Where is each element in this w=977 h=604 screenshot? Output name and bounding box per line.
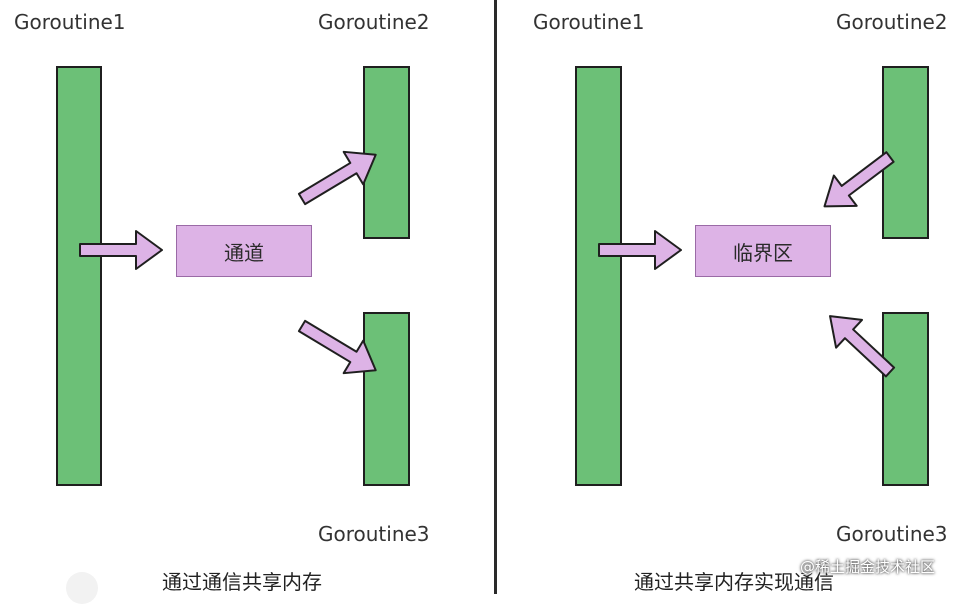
right-goroutine3-label: Goroutine3 <box>836 522 948 546</box>
right-goroutine1-label: Goroutine1 <box>533 10 645 34</box>
left-goroutine2-bar <box>363 66 410 239</box>
corner-dot <box>66 572 98 604</box>
right-goroutine1-bar <box>575 66 622 486</box>
channel-box-label: 通道 <box>224 240 264 265</box>
left-caption: 通过通信共享内存 <box>162 570 322 594</box>
right-goroutine2-bar <box>882 66 929 239</box>
right-goroutine3-bar <box>882 312 929 486</box>
channel-box: 通道 <box>176 225 312 277</box>
right-arrow-to-critical-section <box>598 230 682 270</box>
right-caption: 通过共享内存实现通信 <box>634 570 834 594</box>
left-goroutine3-label: Goroutine3 <box>318 522 430 546</box>
left-arrow-to-channel <box>79 230 163 270</box>
left-goroutine3-bar <box>363 312 410 486</box>
left-goroutine2-label: Goroutine2 <box>318 10 430 34</box>
watermark: @稀土掘金技术社区 <box>800 558 936 576</box>
right-arrow-from-goroutine3 <box>829 315 896 378</box>
right-goroutine2-label: Goroutine2 <box>836 10 948 34</box>
left-arrow-to-goroutine3 <box>297 319 377 375</box>
critical-section-box-label: 临界区 <box>733 240 793 265</box>
right-arrow-from-goroutine2 <box>823 151 895 208</box>
left-goroutine1-bar <box>56 66 102 486</box>
critical-section-box: 临界区 <box>695 225 831 277</box>
left-arrow-to-goroutine2 <box>297 150 377 206</box>
panel-divider <box>494 0 497 594</box>
left-goroutine1-label: Goroutine1 <box>14 10 126 34</box>
